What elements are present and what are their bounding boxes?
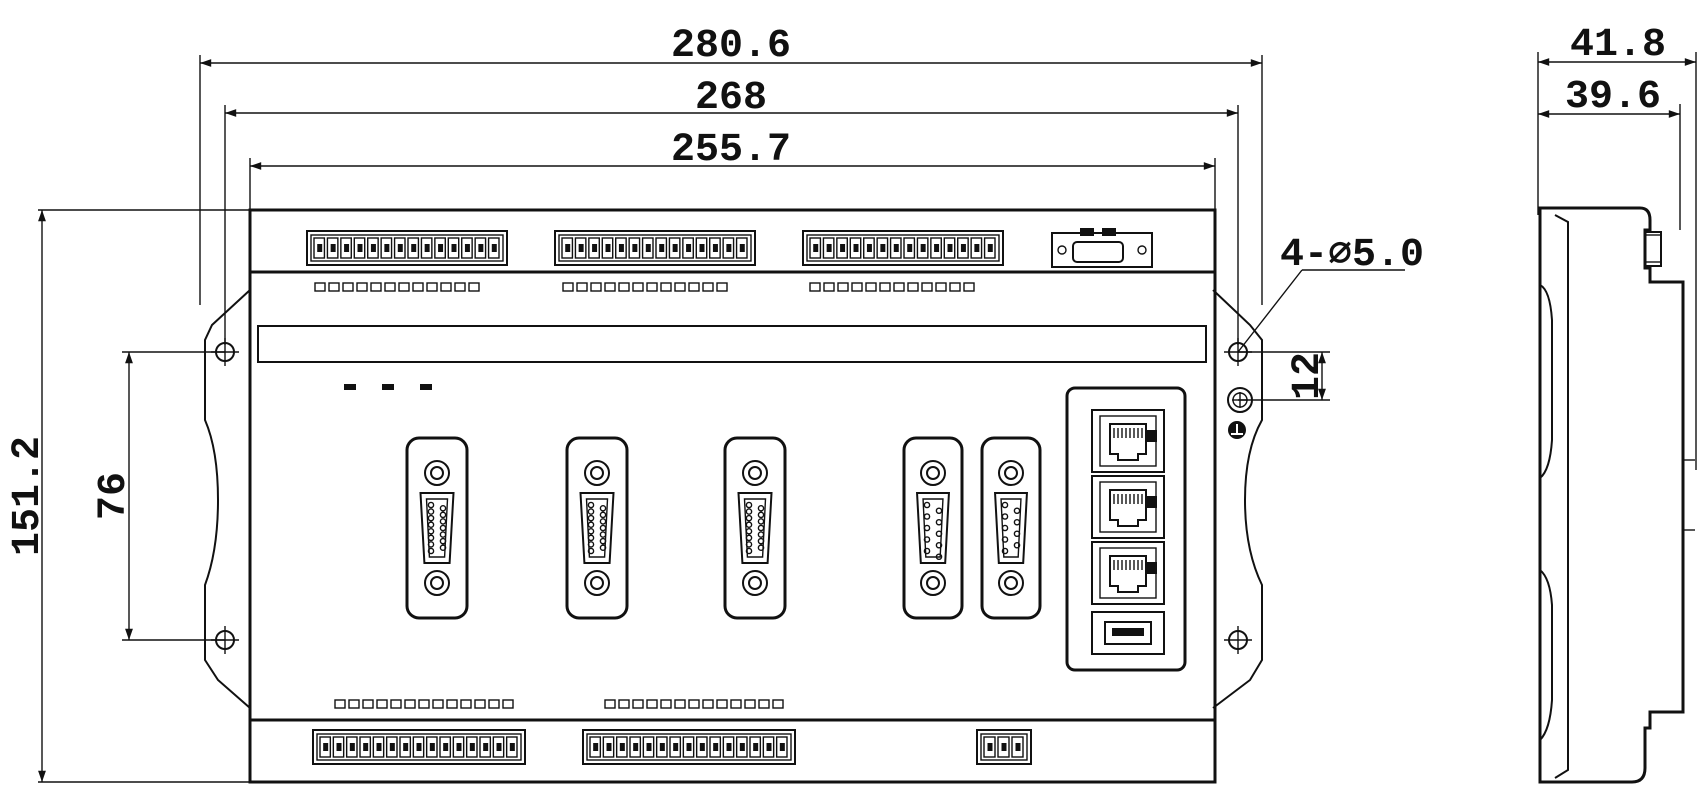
hole-spec-label: 4-⌀5.0 (1280, 233, 1424, 278)
status-led (344, 384, 356, 390)
indicator-led-row (562, 282, 728, 292)
mount-hole-bottom-left (211, 626, 239, 654)
dimension-overall-width: 280.6 (199, 24, 1263, 305)
dimension-body-width: 255.7 (249, 128, 1216, 212)
side-body-label: 39.6 (1565, 75, 1661, 120)
indicator-led-row (334, 699, 514, 709)
usb-port (1091, 611, 1165, 655)
ground-symbol-icon (1228, 421, 1246, 439)
mount-hole-top-left (211, 338, 239, 366)
ground-screw-icon (1227, 387, 1253, 413)
terminal-block (802, 230, 1004, 266)
indicator-led-row (314, 282, 480, 292)
side-profile-outline (1538, 206, 1685, 784)
ground-offset-label: 12 (1286, 352, 1331, 400)
power-connector (1051, 228, 1153, 268)
terminal-block (976, 729, 1032, 765)
mount-hole-bottom-right (1224, 626, 1252, 654)
db15-connector (405, 436, 469, 620)
status-led (382, 384, 394, 390)
right-mount-flange (1212, 289, 1263, 709)
terminal-block (554, 230, 756, 266)
status-led (420, 384, 432, 390)
db15-connector (723, 436, 787, 620)
side-face-segments (1539, 284, 1553, 741)
vga-connector (902, 436, 964, 620)
rj45-port (1091, 541, 1165, 605)
callout-hole-spec: 4-⌀5.0 (1237, 233, 1424, 353)
indicator-led-row (604, 699, 784, 709)
dimension-mount-spacing: 268 (224, 76, 1239, 345)
rj45-port (1091, 409, 1165, 473)
dimension-ground-offset: 12 (1238, 351, 1331, 401)
terminal-block (306, 230, 508, 266)
side-front-face (1554, 214, 1569, 779)
hole-vertical-label: 76 (92, 472, 137, 520)
device-side-view: 41.8 39.6 (1537, 23, 1697, 784)
mount-hole-top-right (1224, 338, 1252, 366)
body-width-label: 255.7 (671, 128, 791, 173)
label-strip (257, 325, 1207, 363)
side-overall-label: 41.8 (1570, 23, 1666, 68)
mount-spacing-label: 268 (695, 76, 767, 121)
rj45-ports (1091, 409, 1165, 605)
device-body (248, 208, 1217, 784)
dimension-side-body: 39.6 (1538, 75, 1681, 230)
overall-width-label: 280.6 (671, 24, 791, 69)
dimension-overall-height: 151.2 (6, 209, 250, 783)
dimension-hole-vertical: 76 (92, 351, 225, 641)
dimension-side-overall: 41.8 (1537, 23, 1697, 470)
indicator-led-row (809, 282, 975, 292)
side-tab (1644, 231, 1662, 267)
terminal-block (582, 729, 796, 765)
terminal-block (312, 729, 526, 765)
left-mount-flange (204, 289, 251, 709)
terminal-blocks (306, 230, 1032, 765)
overall-height-label: 151.2 (6, 436, 51, 556)
device-front-view (204, 208, 1263, 784)
rj45-port (1091, 475, 1165, 539)
db15-connector (565, 436, 629, 620)
db9-connector (980, 436, 1042, 620)
d-sub-connectors (405, 436, 1042, 620)
network-module (1065, 386, 1187, 672)
